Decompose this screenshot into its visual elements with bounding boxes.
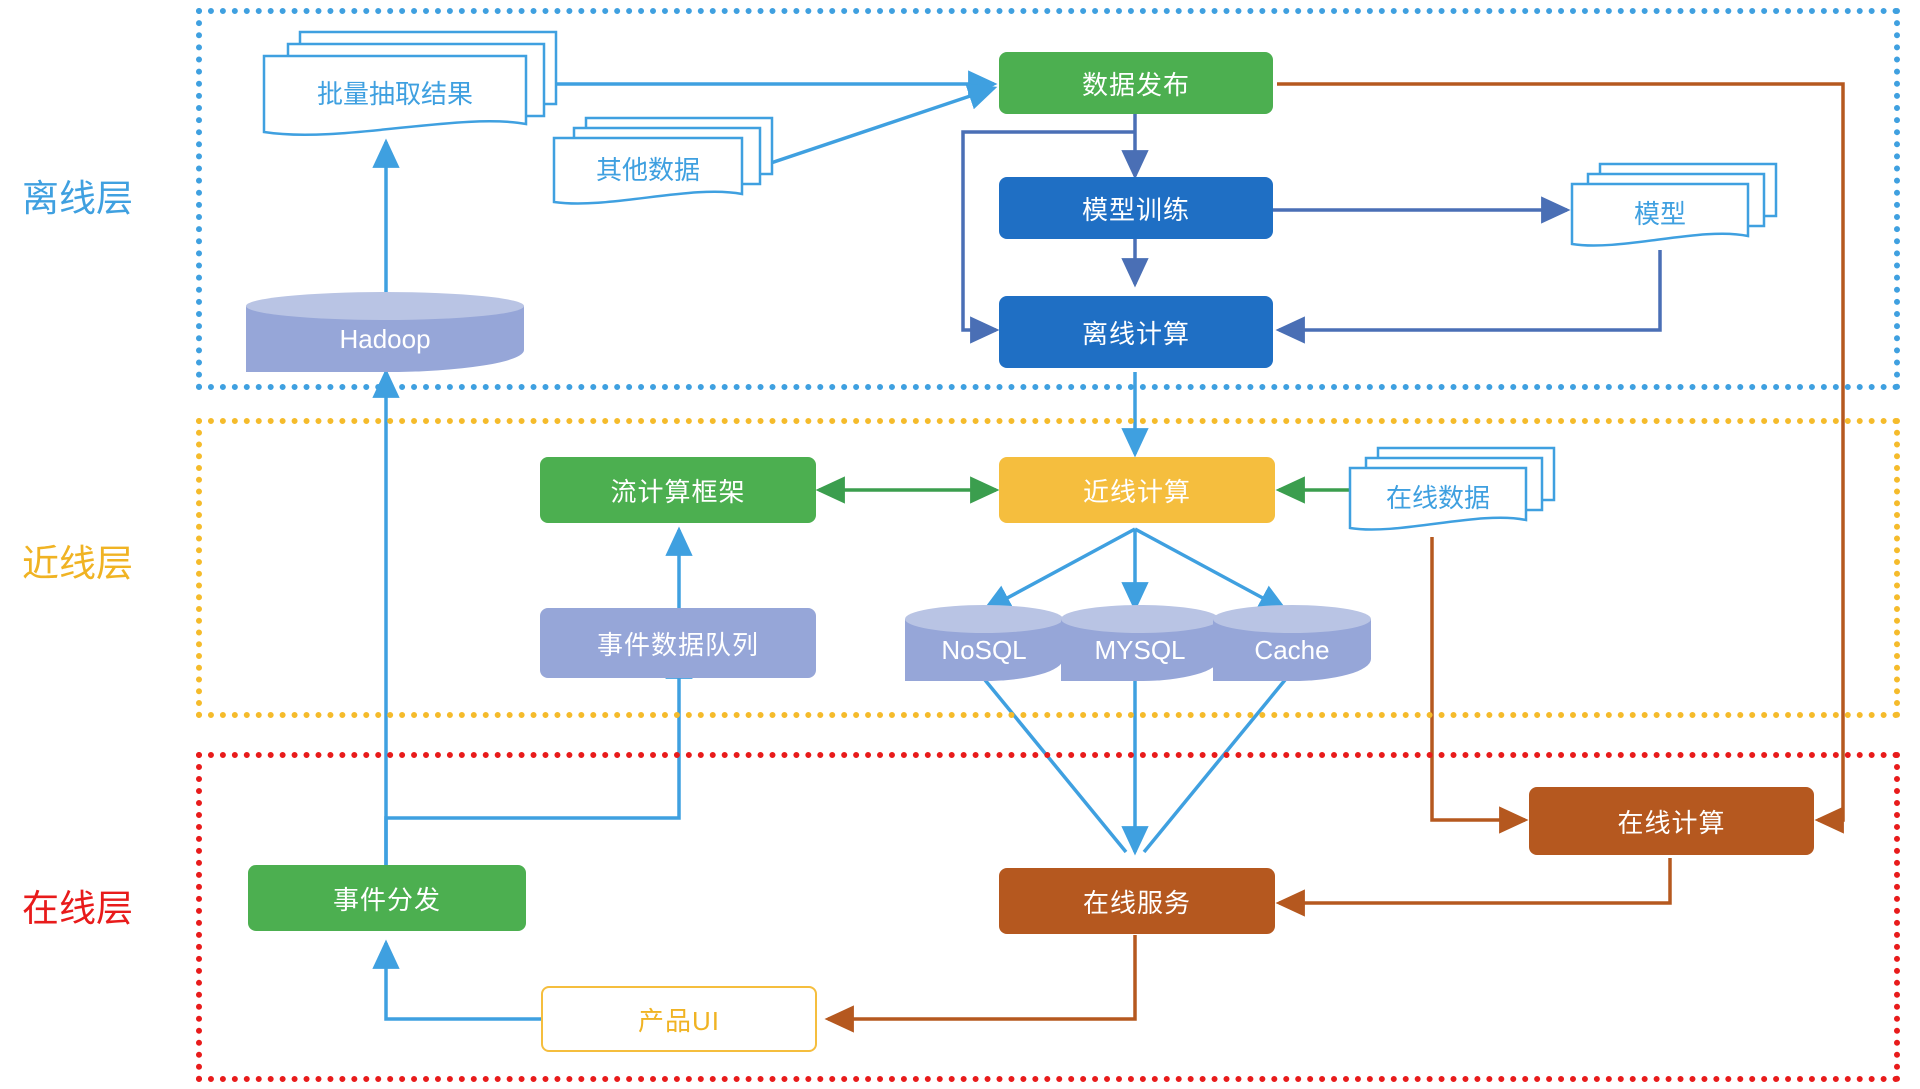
layer-label-offline: 离线层 (22, 178, 133, 219)
node-product-ui[interactable]: 产品UI (541, 986, 817, 1052)
node-label: MYSQL (1094, 634, 1186, 665)
node-online-compute[interactable]: 在线计算 (1529, 787, 1814, 855)
layer-band-offline (196, 8, 1900, 390)
node-label: Cache (1254, 634, 1330, 665)
node-label: 数据发布 (1081, 69, 1190, 100)
node-other-data[interactable]: 其他数据 (552, 112, 776, 222)
node-label: 流计算框架 (610, 476, 746, 507)
node-nosql[interactable]: NoSQL (905, 605, 1063, 681)
layer-label-online: 在线层 (22, 888, 133, 929)
node-mysql[interactable]: MYSQL (1061, 605, 1219, 681)
node-label: 事件分发 (332, 884, 441, 915)
cylinder-top (905, 605, 1063, 633)
node-event-queue[interactable]: 事件数据队列 (540, 608, 816, 678)
node-cache[interactable]: Cache (1213, 605, 1371, 681)
node-data-publish[interactable]: 数据发布 (999, 52, 1273, 114)
cylinder-top (1213, 605, 1371, 633)
node-nearline-compute[interactable]: 近线计算 (999, 457, 1275, 523)
node-label: 批量抽取结果 (316, 78, 473, 109)
node-label: 模型训练 (1081, 194, 1190, 225)
node-label: 离线计算 (1081, 318, 1190, 349)
layer-band-online (196, 752, 1900, 1082)
node-label: 在线计算 (1617, 807, 1726, 838)
node-online-service[interactable]: 在线服务 (999, 868, 1275, 934)
node-label: 事件数据队列 (596, 629, 759, 660)
node-label: 其他数据 (595, 154, 700, 185)
node-event-dispatch[interactable]: 事件分发 (248, 865, 526, 931)
node-hadoop[interactable]: Hadoop (246, 292, 524, 372)
node-model[interactable]: 模型 (1570, 160, 1780, 260)
node-offline-compute[interactable]: 离线计算 (999, 296, 1273, 368)
node-batch-extract[interactable]: 批量抽取结果 (260, 20, 560, 140)
node-label: Hadoop (339, 323, 431, 354)
node-label: 在线服务 (1082, 887, 1191, 918)
layer-band-nearline (196, 418, 1900, 718)
cylinder-top (246, 292, 524, 320)
cylinder-top (1061, 605, 1219, 633)
node-online-data[interactable]: 在线数据 (1348, 444, 1558, 544)
node-stream-framework[interactable]: 流计算框架 (540, 457, 816, 523)
layer-label-nearline: 近线层 (22, 543, 133, 584)
node-model-training[interactable]: 模型训练 (999, 177, 1273, 239)
node-label: 在线数据 (1385, 482, 1490, 513)
node-label: 模型 (1633, 198, 1686, 229)
node-label: 近线计算 (1082, 476, 1191, 507)
node-label: NoSQL (941, 634, 1027, 665)
node-label: 产品UI (637, 1005, 720, 1036)
